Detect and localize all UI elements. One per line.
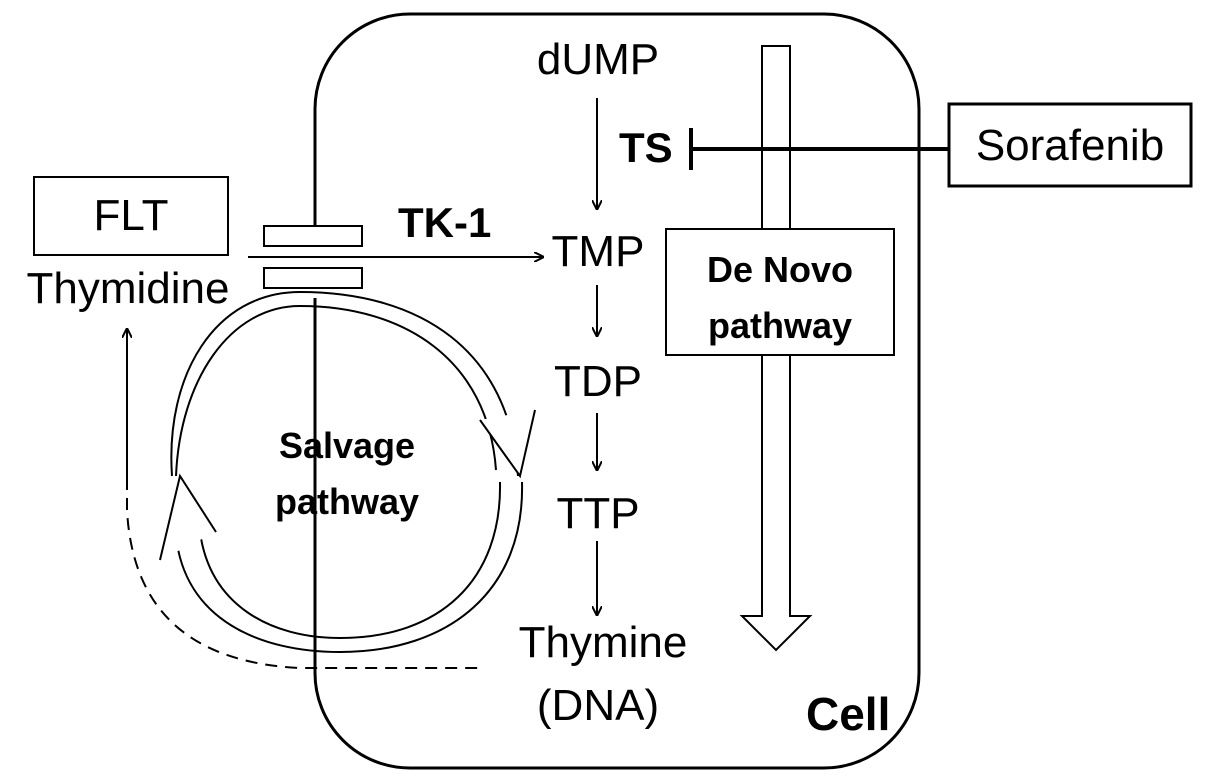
tmp-label: TMP — [552, 227, 645, 276]
ts-label: TS — [619, 124, 673, 171]
salvage-label-line1: Salvage — [279, 425, 415, 466]
transporter-top — [263, 225, 363, 247]
ttp-label: TTP — [556, 489, 639, 538]
salvage-ring-bottom-inner — [199, 481, 502, 640]
flt-label: FLT — [94, 191, 169, 240]
thymidine-label: Thymidine — [27, 264, 230, 313]
de-novo-label-line1: De Novo — [707, 249, 853, 290]
cell-membrane — [313, 12, 921, 770]
salvage-ring-left — [175, 305, 301, 477]
de-novo-pathway-box — [665, 228, 895, 356]
salvage-ring-bottom-outer — [175, 481, 524, 654]
tk1-label: TK-1 — [398, 199, 491, 246]
dna-label: (DNA) — [537, 681, 659, 730]
de-novo-label-line2: pathway — [708, 305, 852, 346]
transporter-bottom — [263, 267, 363, 289]
sorafenib-label: Sorafenib — [976, 121, 1164, 170]
salvage-arrowhead-right — [479, 409, 536, 479]
dump-label: dUMP — [537, 35, 659, 84]
thymine-label: Thymine — [519, 618, 688, 667]
return-path-dashed — [126, 478, 478, 669]
salvage-label-line2: pathway — [275, 481, 419, 522]
salvage-ring-left-outer — [170, 291, 301, 477]
sorafenib-box — [947, 102, 1193, 188]
salvage-arrowhead-left — [159, 473, 217, 561]
cell-label: Cell — [806, 688, 890, 740]
flt-box — [33, 176, 229, 256]
tdp-label: TDP — [554, 357, 642, 406]
